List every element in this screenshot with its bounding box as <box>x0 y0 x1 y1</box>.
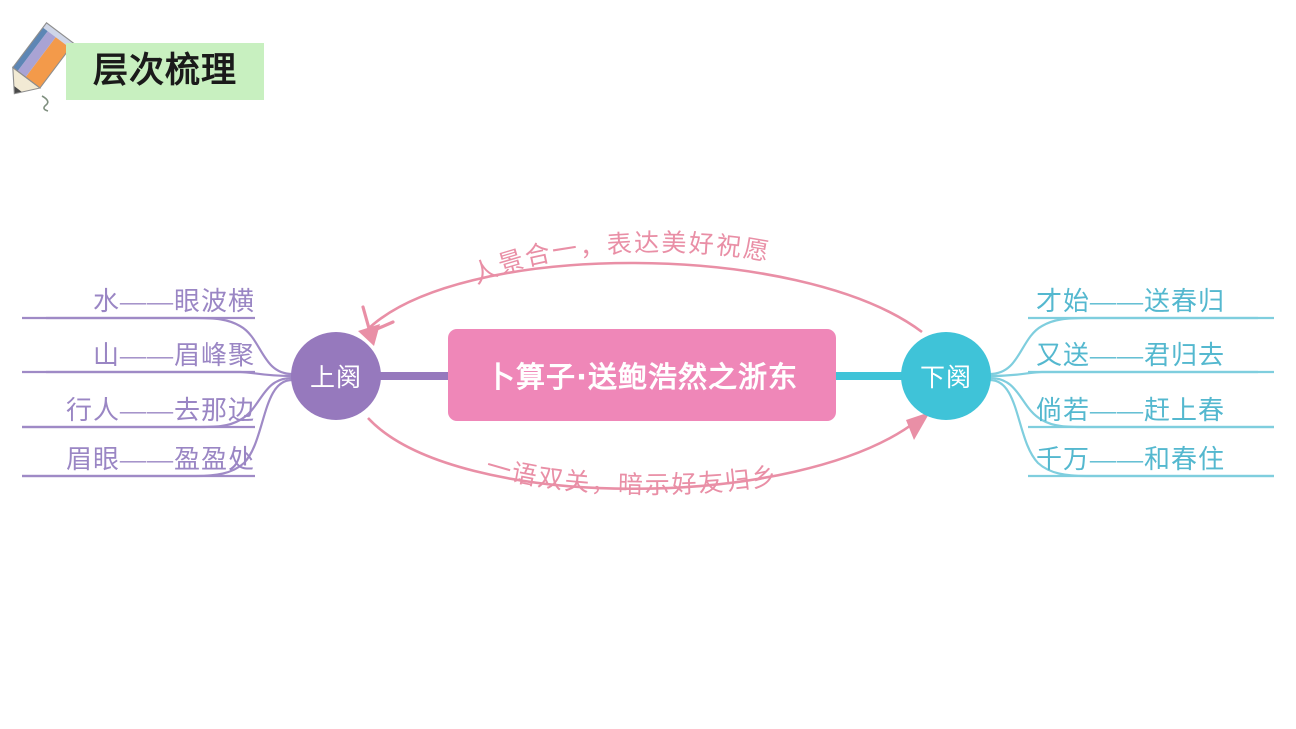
arc-top-arrow-tip <box>358 324 380 346</box>
leaf-left-2: 山——眉峰聚 <box>92 341 255 370</box>
leaf-left-4: 眉眼——盈盈处 <box>65 445 255 474</box>
annotation-bottom-label: 一语双关，暗示好友归乡 <box>483 453 781 500</box>
page-title: 层次梳理 <box>92 51 237 91</box>
leaf-right-1: 才始——送春归 <box>1036 287 1226 316</box>
leaf-right-4: 千万——和春住 <box>1036 445 1226 474</box>
node-left-stanza[interactable]: 上阕 <box>291 332 381 420</box>
annotation-top-label: 人景合一，表达美好祝愿 <box>468 229 772 289</box>
right-branch-underlines <box>1028 316 1274 478</box>
center-node-label: 卜算子·送鲍浩然之浙东 <box>485 360 799 394</box>
page-header: 层次梳理 <box>0 14 300 114</box>
pencil-icon <box>12 22 75 112</box>
leaf-right-3: 倘若——赶上春 <box>1036 396 1226 425</box>
arc-top <box>364 261 923 334</box>
node-center-title[interactable]: 卜算子·送鲍浩然之浙东 <box>448 329 836 421</box>
left-branch-underlines <box>22 316 255 478</box>
node-left-label: 上阕 <box>309 365 362 392</box>
arc-bottom <box>367 417 919 490</box>
node-right-stanza[interactable]: 下阕 <box>901 332 991 420</box>
leaf-left-3: 行人——去那边 <box>65 396 255 425</box>
title-highlight <box>66 43 264 100</box>
arc-bottom-arrow-tip <box>906 412 930 440</box>
leaf-left-1: 水——眼波横 <box>92 287 255 316</box>
node-right-label: 下阕 <box>919 365 972 392</box>
leaf-right-2: 又送——君归去 <box>1036 341 1226 370</box>
